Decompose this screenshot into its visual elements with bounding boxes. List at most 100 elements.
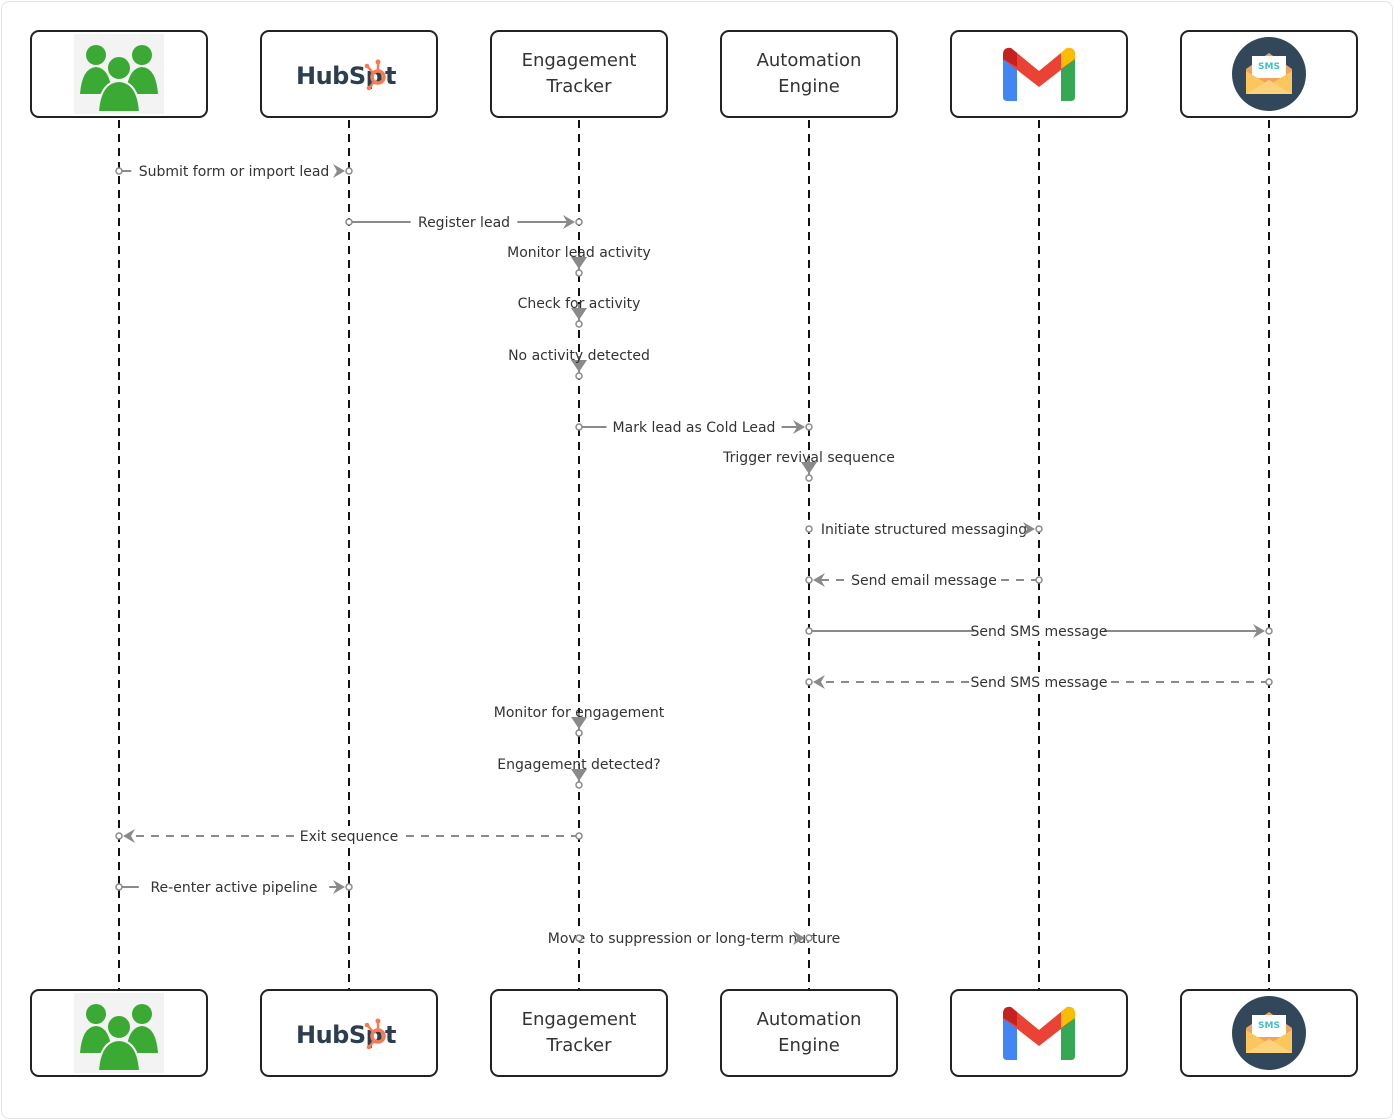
message-label-bg xyxy=(974,621,1104,641)
participant-sms-top[interactable]: SMS xyxy=(1180,30,1358,118)
participant-hubspot-top[interactable]: HubSp t xyxy=(260,30,438,118)
participant-automation-engine-top[interactable]: Automation Engine xyxy=(720,30,898,118)
message-label: Monitor lead activity xyxy=(507,245,651,261)
participant-label: Automation Engine xyxy=(756,1009,862,1056)
participant-gmail-bottom[interactable] xyxy=(950,989,1128,1077)
message-label-bg xyxy=(138,877,330,897)
message-6[interactable]: Mark lead as Cold Lead xyxy=(575,417,813,437)
message-label-bg xyxy=(538,928,850,948)
gmail-logo-icon xyxy=(1003,1006,1075,1060)
message-endpoint xyxy=(345,218,353,226)
message-9[interactable]: Send email message xyxy=(805,570,1043,590)
message-16[interactable]: Move to suppression or long-term nurture xyxy=(538,928,850,948)
message-endpoint xyxy=(115,883,123,891)
arrowhead-icon xyxy=(571,360,587,372)
arrowhead-icon xyxy=(333,164,345,178)
message-endpoint xyxy=(345,167,353,175)
sms-envelope-icon: SMS xyxy=(1232,996,1306,1070)
message-endpoint xyxy=(575,320,583,328)
participant-hubspot-bottom[interactable]: HubSp t xyxy=(260,989,438,1077)
participant-users-top[interactable] xyxy=(30,30,208,118)
arrowhead-icon xyxy=(793,931,805,945)
message-endpoint xyxy=(1265,627,1273,635)
message-endpoint xyxy=(575,423,583,431)
message-endpoint xyxy=(805,678,813,686)
arrowhead-icon xyxy=(333,880,345,894)
message-endpoint xyxy=(575,372,583,380)
arrowhead-icon xyxy=(571,717,587,729)
svg-text:SMS: SMS xyxy=(1258,62,1280,72)
message-label: Mark lead as Cold Lead xyxy=(613,420,776,436)
message-2[interactable]: Register lead xyxy=(345,212,583,232)
participant-gmail-top[interactable] xyxy=(950,30,1128,118)
message-endpoint xyxy=(805,474,813,482)
message-endpoint xyxy=(1035,525,1043,533)
message-1[interactable]: Submit form or import lead xyxy=(115,161,353,181)
message-label-bg xyxy=(410,212,518,232)
message-label-bg xyxy=(851,570,997,590)
message-14[interactable]: Exit sequence xyxy=(115,826,583,846)
message-endpoint xyxy=(805,627,813,635)
message-10[interactable]: Send SMS message xyxy=(805,621,1273,641)
hubspot-logo-icon: HubSp t xyxy=(296,59,397,91)
participant-engagement-tracker-top[interactable]: Engagement Tracker xyxy=(490,30,668,118)
message-label: Move to suppression or long-term nurture xyxy=(548,931,841,947)
message-label-bg xyxy=(295,826,403,846)
participant-automation-engine-bottom[interactable]: Automation Engine xyxy=(720,989,898,1077)
message-label: Submit form or import lead xyxy=(139,164,330,180)
arrowhead-icon xyxy=(1023,522,1035,536)
message-4[interactable]: Check for activity xyxy=(518,296,641,328)
arrowhead-icon xyxy=(793,420,805,434)
message-endpoint xyxy=(805,423,813,431)
arrowhead-icon xyxy=(813,573,825,587)
arrowhead-icon xyxy=(801,462,817,474)
message-label-bg xyxy=(974,672,1104,692)
message-endpoint xyxy=(345,883,353,891)
message-8[interactable]: Initiate structured messaging xyxy=(805,519,1043,539)
message-15[interactable]: Re-enter active pipeline xyxy=(115,877,353,897)
message-label-bg xyxy=(606,417,782,437)
participant-sms-bottom[interactable]: SMS xyxy=(1180,989,1358,1077)
message-label: Check for activity xyxy=(518,296,641,312)
message-3[interactable]: Monitor lead activity xyxy=(507,245,651,277)
svg-text:t: t xyxy=(385,1021,396,1049)
arrowhead-icon xyxy=(813,675,825,689)
users-group-icon xyxy=(74,34,164,114)
message-label: Trigger revival sequence xyxy=(722,450,895,466)
participant-engagement-tracker-bottom[interactable]: Engagement Tracker xyxy=(490,989,668,1077)
message-endpoint xyxy=(575,832,583,840)
message-11[interactable]: Send SMS message xyxy=(805,672,1273,692)
users-group-icon xyxy=(74,993,164,1073)
message-label: Send SMS message xyxy=(971,675,1108,691)
message-endpoint xyxy=(805,576,813,584)
gmail-logo-icon xyxy=(1003,47,1075,101)
message-5[interactable]: No activity detected xyxy=(508,348,650,380)
message-endpoint xyxy=(805,525,813,533)
svg-text:t: t xyxy=(385,62,396,90)
svg-text:SMS: SMS xyxy=(1258,1021,1280,1031)
message-13[interactable]: Engagement detected? xyxy=(497,757,661,789)
message-endpoint xyxy=(1035,576,1043,584)
participant-label: Engagement Tracker xyxy=(521,1009,637,1056)
message-endpoint xyxy=(805,934,813,942)
sms-envelope-icon: SMS xyxy=(1232,37,1306,111)
message-label: Send email message xyxy=(851,573,997,589)
message-endpoint xyxy=(575,729,583,737)
arrowhead-icon xyxy=(571,308,587,320)
participant-label: Automation Engine xyxy=(756,50,862,97)
arrowhead-icon xyxy=(571,769,587,781)
message-endpoint xyxy=(575,269,583,277)
message-label: Monitor for engagement xyxy=(494,705,665,721)
message-label: Re-enter active pipeline xyxy=(150,880,317,896)
message-12[interactable]: Monitor for engagement xyxy=(494,705,665,737)
message-label: Exit sequence xyxy=(300,829,398,845)
hubspot-logo-icon: HubSp t xyxy=(296,1018,397,1050)
arrowhead-icon xyxy=(1253,624,1265,638)
message-7[interactable]: Trigger revival sequence xyxy=(722,450,895,482)
participant-users-bottom[interactable] xyxy=(30,989,208,1077)
message-endpoint xyxy=(115,832,123,840)
message-label: Register lead xyxy=(418,215,510,231)
message-endpoint xyxy=(575,934,583,942)
